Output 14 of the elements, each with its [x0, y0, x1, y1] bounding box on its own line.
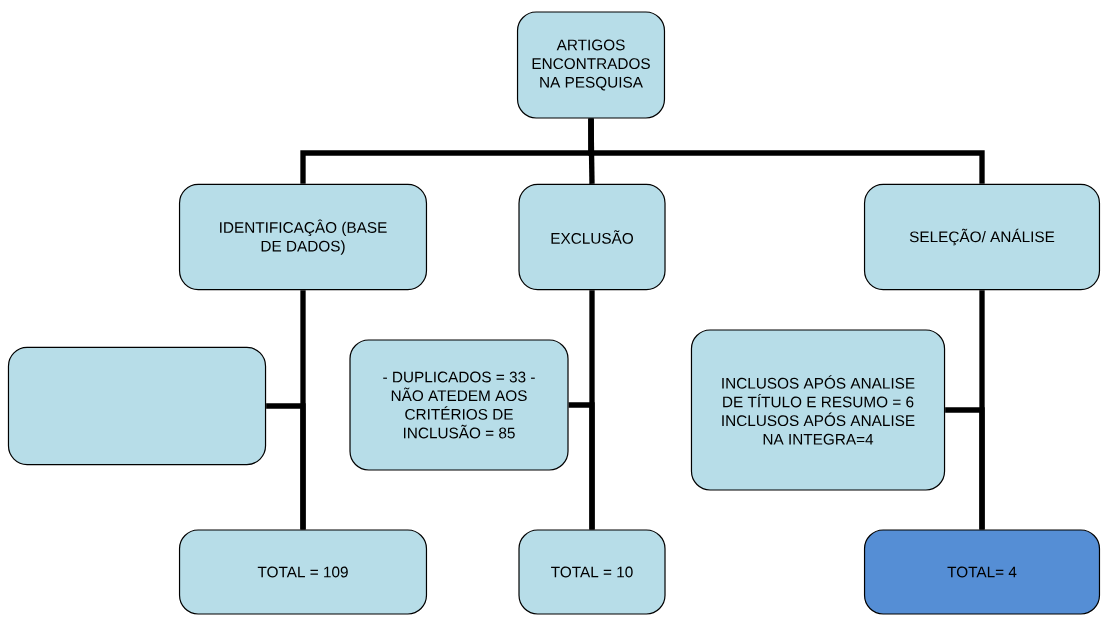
- process-box: INCLUSOS APÓS ANALISE DE TÍTULO E RESUMO = 6 INCLUSOS APÓS ANALISE NA INTEGRA=4: [690, 329, 946, 491]
- process-box: SELEÇÃO/ ANÁLISE: [863, 183, 1101, 291]
- connector-line: [568, 402, 595, 530]
- process-box: ARTIGOS ENCONTRADOS NA PESQUISA: [516, 11, 666, 119]
- result-box: TOTAL= 4: [863, 529, 1101, 615]
- process-box: IDENTIFICAÇÂO (BASE DE DADOS): [178, 183, 428, 291]
- result-box: TOTAL = 10: [518, 529, 666, 615]
- result-box: TOTAL = 109: [178, 529, 428, 615]
- connector-line: [945, 407, 985, 530]
- process-box: EXCLUSÃO: [518, 183, 666, 291]
- process-box: [7, 346, 267, 466]
- connector-line: [588, 118, 985, 184]
- connector-line: [266, 403, 306, 530]
- process-box: - DUPLICADOS = 33 - NÃO ATEDEM AOS CRITÉRIOS DE INCLUSÃO = 85: [349, 339, 569, 471]
